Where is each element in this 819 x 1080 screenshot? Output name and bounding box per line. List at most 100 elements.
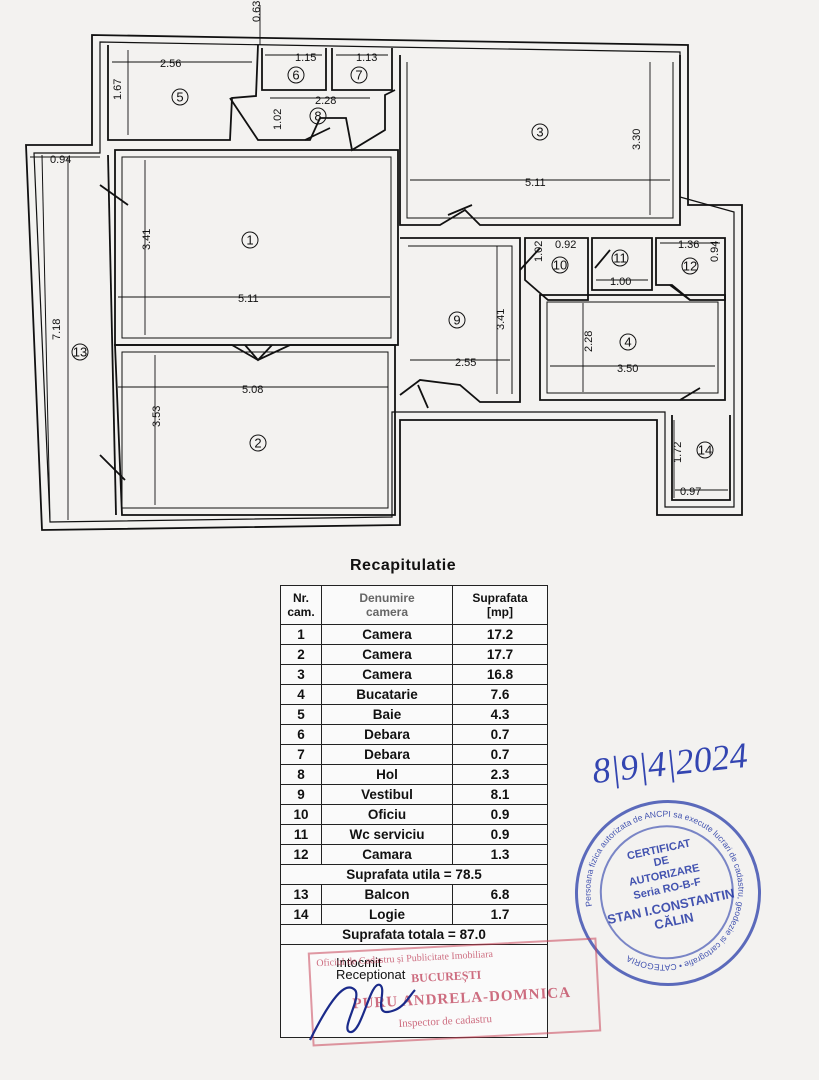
handwritten-date: 8|9|4|2024 xyxy=(590,734,750,792)
room-number-circle xyxy=(309,107,327,125)
recap-cell-area: 7.6 xyxy=(452,684,548,705)
room-number: 6 xyxy=(292,68,299,83)
usable-area-row: Suprafata utila = 78.5 xyxy=(280,864,548,885)
room-number: 1 xyxy=(246,233,253,248)
room-number: 4 xyxy=(624,335,631,350)
recap-cell-area: 0.7 xyxy=(452,744,548,765)
room-number-circle xyxy=(619,333,637,351)
room-number: 10 xyxy=(553,258,567,273)
room-number: 11 xyxy=(613,251,627,266)
dimension-label: 3.53 xyxy=(151,406,163,427)
recap-cell-no: 12 xyxy=(280,844,322,865)
dimension-label: 1.13 xyxy=(356,52,377,64)
dimension-label: 0.92 xyxy=(555,239,576,251)
recap-cell-no: 9 xyxy=(280,784,322,805)
room-number: 2 xyxy=(254,436,261,451)
room-number-circle xyxy=(611,249,629,267)
recap-cell-name: Oficiu xyxy=(321,804,453,825)
room-number: 3 xyxy=(536,125,543,140)
recap-cell-name: Baie xyxy=(321,704,453,725)
dimension-label: 1.00 xyxy=(610,276,631,288)
room-number: 12 xyxy=(683,259,697,274)
recap-cell-area: 8.1 xyxy=(452,784,548,805)
usable-area-row-cell: Suprafata utila = 78.5 xyxy=(280,864,548,885)
recap-cell-no: 11 xyxy=(280,824,322,845)
dimension-label: 0.94 xyxy=(709,241,721,262)
recap-cell-area: 16.8 xyxy=(452,664,548,685)
dimension-label: 0.97 xyxy=(680,486,701,498)
room-number-circle xyxy=(71,343,89,361)
recap-cell-no: 6 xyxy=(280,724,322,745)
recap-cell-no: 7 xyxy=(280,744,322,765)
dimension-label: 1.67 xyxy=(112,79,124,100)
recap-cell-area: 4.3 xyxy=(452,704,548,725)
stamp-line: BUCUREȘTI xyxy=(410,967,482,986)
dimension-label: 0.63 xyxy=(251,1,263,22)
recap-cell-area: 1.7 xyxy=(452,904,548,925)
recap-cell-no: 3 xyxy=(280,664,322,685)
plan-walls xyxy=(25,34,743,531)
recap-cell-name: Balcon xyxy=(321,884,453,905)
dimension-label: 3.41 xyxy=(495,309,507,330)
dimension-label: 2.28 xyxy=(583,331,595,352)
room-number: 9 xyxy=(453,313,460,328)
recap-cell-area: 0.7 xyxy=(452,724,548,745)
recap-cell-no: 1 xyxy=(280,624,322,645)
dimension-label: 3.50 xyxy=(617,363,638,375)
room-number: 14 xyxy=(698,443,712,458)
received-by-label: Receptionat xyxy=(336,967,406,982)
recap-cell-area: 0.9 xyxy=(452,804,548,825)
room-number-circle xyxy=(171,88,189,106)
room-number-circle xyxy=(249,434,267,452)
recap-title: Recapitulatie xyxy=(350,557,457,574)
recap-cell-no: 13 xyxy=(280,884,322,905)
dimension-label: 1.02 xyxy=(533,241,545,262)
recap-cell-area: 6.8 xyxy=(452,884,548,905)
recap-cell-no: 5 xyxy=(280,704,322,725)
room-number: 5 xyxy=(176,90,183,105)
room-number: 8 xyxy=(314,109,321,124)
room-number-circle xyxy=(287,66,305,84)
dimension-label: 2.55 xyxy=(455,357,476,369)
recap-cell-name: Camera xyxy=(321,664,453,685)
stamp-ring: Persoana fizica autorizata de ANCPI sa e… xyxy=(567,793,762,988)
room-number: 13 xyxy=(73,345,87,360)
room-number-circle xyxy=(531,123,549,141)
authorization-stamp: Persoana fizica autorizata de ANCPI sa e… xyxy=(557,782,779,1004)
recap-cell-area: 0.9 xyxy=(452,824,548,845)
recap-cell-no: 2 xyxy=(280,644,322,665)
recap-cell-no: 4 xyxy=(280,684,322,705)
recap-cell-name: Bucatarie xyxy=(321,684,453,705)
recap-cell-name: Debara xyxy=(321,744,453,765)
room-number-circle xyxy=(241,231,259,249)
recap-cell-area: 17.7 xyxy=(452,644,548,665)
room-number-circle xyxy=(696,441,714,459)
dimension-label: 5.11 xyxy=(525,177,546,189)
recap-cell-no: 14 xyxy=(280,904,322,925)
recap-cell-name: Camara xyxy=(321,844,453,865)
room-number-circle xyxy=(448,311,466,329)
dimension-label: 1.02 xyxy=(272,109,284,130)
signature xyxy=(309,983,416,1041)
recap-cell-name: Hol xyxy=(321,764,453,785)
header-area: Suprafata[mp] xyxy=(452,585,548,625)
dimension-label: 1.15 xyxy=(295,52,316,64)
recap-cell-name: Debara xyxy=(321,724,453,745)
recap-cell-area: 2.3 xyxy=(452,764,548,785)
recap-cell-name: Camera xyxy=(321,644,453,665)
